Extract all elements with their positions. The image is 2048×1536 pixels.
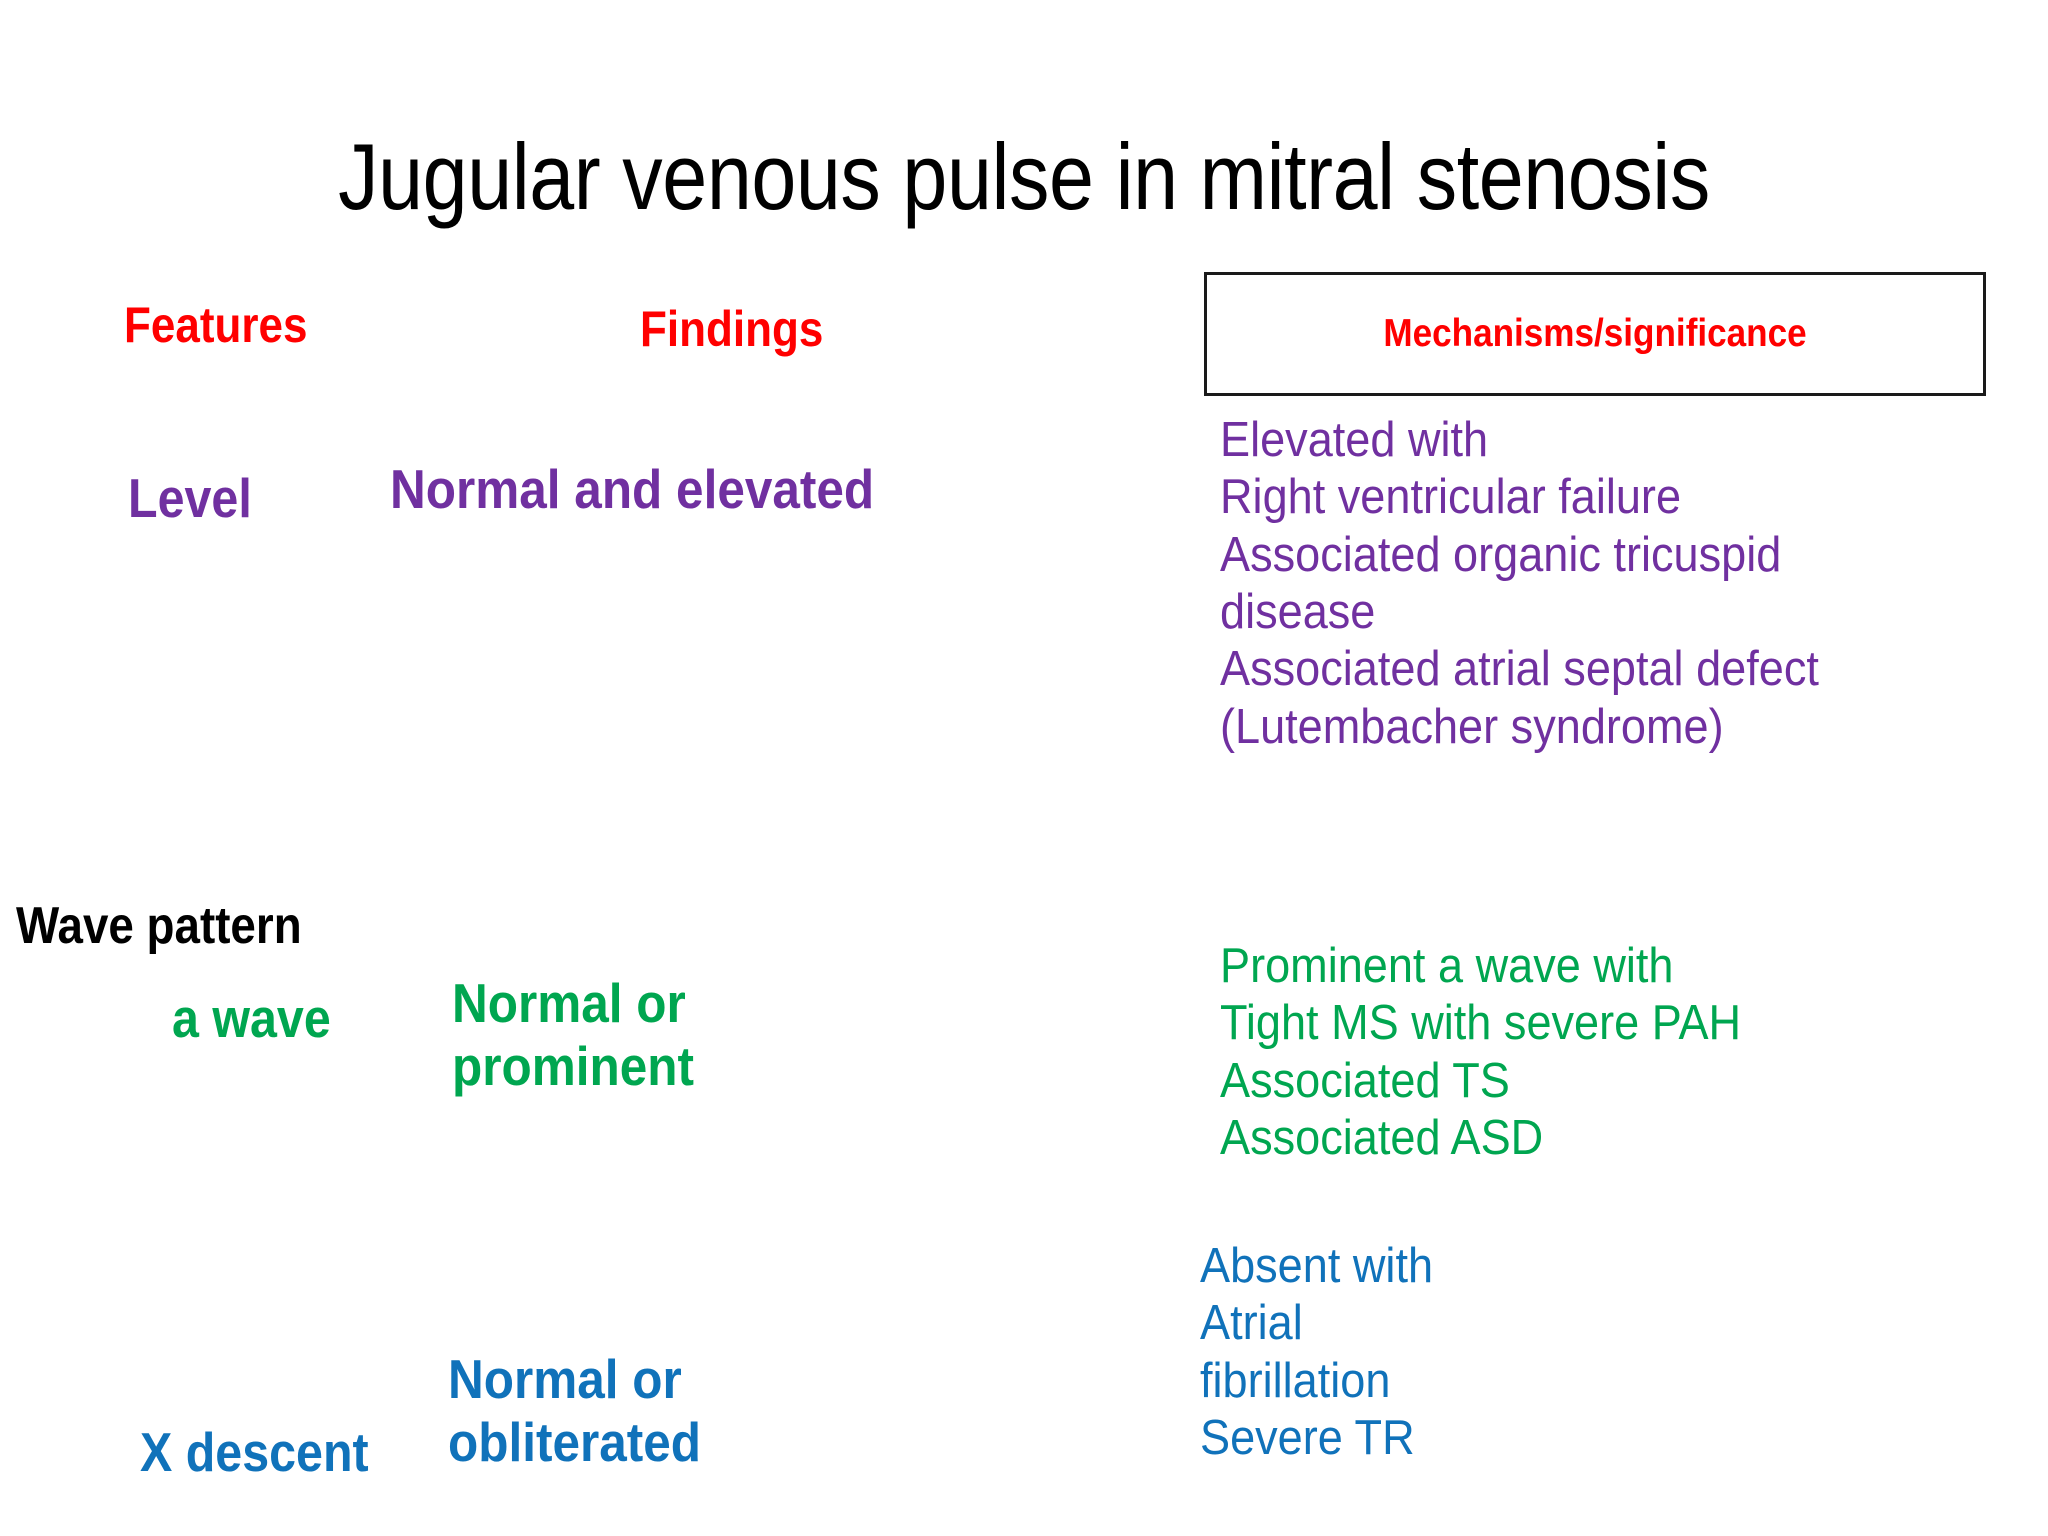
column-header-findings: Findings <box>640 301 824 357</box>
column-header-features: Features <box>124 297 308 353</box>
feature-level: Level <box>128 467 252 529</box>
finding-level: Normal and elevated <box>390 458 875 520</box>
column-header-mechanisms: Mechanisms/significance <box>1383 312 1807 355</box>
section-label-wave-pattern: Wave pattern <box>16 897 302 955</box>
feature-a-wave: a wave <box>172 987 331 1049</box>
column-header-mechanisms-box: Mechanisms/significance <box>1204 272 1986 396</box>
finding-a-wave: Normal or prominent <box>452 972 695 1098</box>
finding-x-descent: Normal or obliterated <box>448 1348 702 1474</box>
mechanism-a-wave: Prominent a wave with Tight MS with seve… <box>1220 939 1742 1165</box>
mechanism-x-descent: Absent with Atrial fibrillation Severe T… <box>1200 1239 1434 1465</box>
feature-x-descent: X descent <box>140 1421 369 1483</box>
mechanism-level: Elevated with Right ventricular failure … <box>1220 413 1819 754</box>
page-title: Jugular venous pulse in mitral stenosis <box>338 124 1710 229</box>
